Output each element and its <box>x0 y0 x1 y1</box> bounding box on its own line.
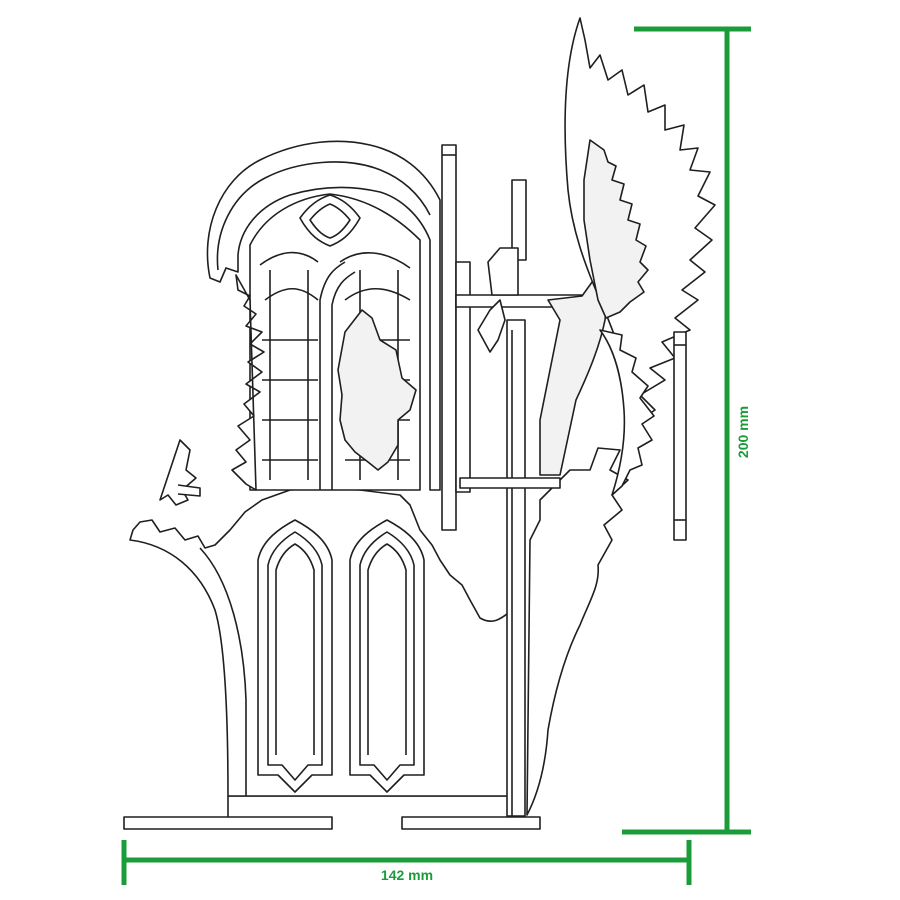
broken-glass-hole <box>337 309 417 471</box>
side-plate <box>673 331 687 541</box>
width-dimension <box>121 840 692 885</box>
vertical-plates <box>441 144 527 817</box>
lancet-windows <box>257 519 425 793</box>
wing-lower <box>599 329 655 496</box>
upper-arch <box>206 140 441 491</box>
arch-frame <box>206 140 441 491</box>
ruined-tower-model <box>123 17 716 830</box>
lower-facade-inner-edge <box>199 547 247 796</box>
floor-plates <box>455 247 583 489</box>
base-plate <box>123 795 541 830</box>
height-dimension <box>622 26 751 835</box>
height-dimension-label: 200 mm <box>735 406 751 458</box>
broken-column-right <box>526 447 629 816</box>
broken-wall-left <box>231 274 265 491</box>
width-dimension-label: 142 mm <box>381 867 433 883</box>
wing-inner <box>583 139 649 319</box>
